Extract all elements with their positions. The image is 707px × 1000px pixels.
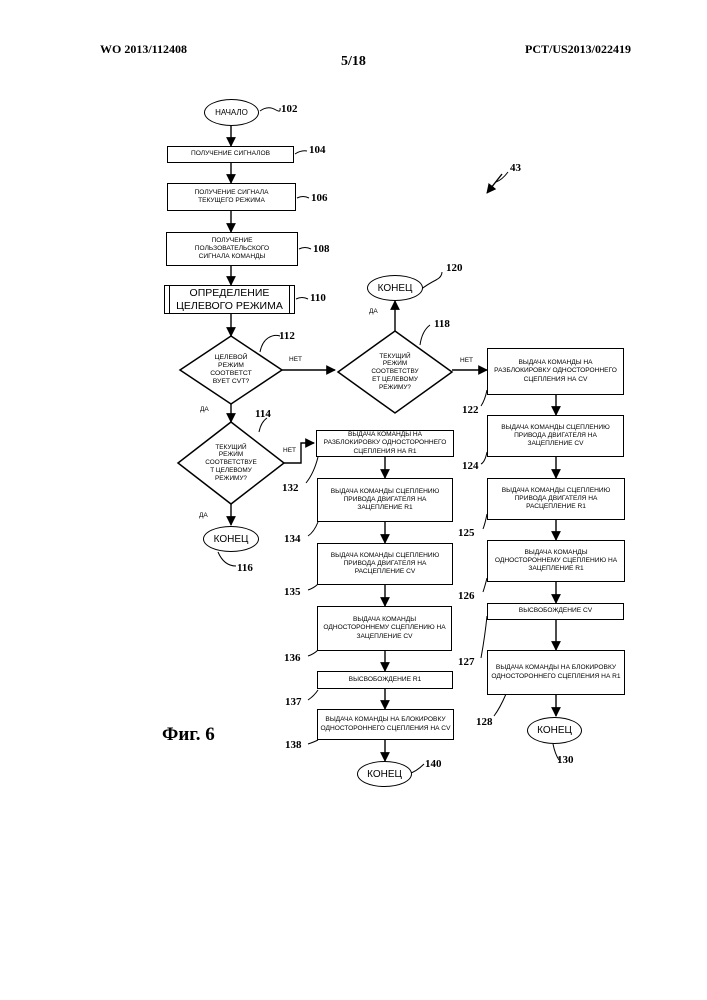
decision-118-text: ТЕКУЩИЙ РЕЖИМ СООТВЕТСТВУ ЕТ ЦЕЛЕВОМУ РЕ…: [352, 338, 438, 406]
ref-132: 132: [282, 482, 299, 494]
ref-124: 124: [462, 460, 479, 472]
ref-114: 114: [255, 408, 271, 420]
ref-122: 122: [462, 404, 479, 416]
process-box-134: ВЫДАЧА КОМАНДЫ СЦЕПЛЕНИЮ ПРИВОДА ДВИГАТЕ…: [317, 478, 453, 522]
decision-112-text: ЦЕЛЕВОЙ РЕЖИМ СООТВЕТСТ ВУЕТ CVT?: [196, 340, 266, 400]
ref-104: 104: [309, 144, 326, 156]
decision-114-text: ТЕКУЩИЙ РЕЖИМ СООТВЕТСТВУЕ Т ЦЕЛЕВОМУ РЕ…: [190, 428, 272, 498]
label-112-no: НЕТ: [289, 356, 302, 363]
process-box-106: ПОЛУЧЕНИЕ СИГНАЛА ТЕКУЩЕГО РЕЖИМА: [167, 183, 296, 211]
process-box-136: ВЫДАЧА КОМАНДЫ ОДНОСТОРОННЕМУ СЦЕПЛЕНИЮ …: [317, 606, 452, 651]
ref-118: 118: [434, 318, 450, 330]
process-box-132: ВЫДАЧА КОМАНДЫ НА РАЗБЛОКИРОВКУ ОДНОСТОР…: [316, 430, 454, 457]
ref-134: 134: [284, 533, 301, 545]
ref-127: 127: [458, 656, 475, 668]
process-box-128: ВЫДАЧА КОМАНДЫ НА БЛОКИРОВКУ ОДНОСТОРОНН…: [487, 650, 625, 695]
leader-116: [218, 552, 236, 566]
end-terminal-116: КОНЕЦ: [203, 526, 259, 552]
figure-caption: Фиг. 6: [162, 724, 215, 746]
leader-102: [260, 108, 280, 111]
end-terminal-120: КОНЕЦ: [367, 275, 423, 301]
process-box-126: ВЫДАЧА КОМАНДЫ ОДНОСТОРОННЕМУ СЦЕПЛЕНИЮ …: [487, 540, 625, 582]
process-box-125: ВЫДАЧА КОМАНДЫ СЦЕПЛЕНИЮ ПРИВОДА ДВИГАТЕ…: [487, 478, 625, 520]
label-118-no: НЕТ: [460, 357, 473, 364]
leader-108: [299, 248, 311, 250]
ref-140: 140: [425, 758, 442, 770]
process-box-104: ПОЛУЧЕНИЕ СИГНАЛОВ: [167, 146, 294, 163]
end-terminal-140: КОНЕЦ: [357, 761, 412, 787]
leader-138: [308, 740, 318, 744]
label-118-yes: ДА: [369, 308, 378, 315]
ref-137: 137: [285, 696, 302, 708]
start-terminal: НАЧАЛО: [204, 99, 259, 126]
ref-120: 120: [446, 262, 463, 274]
leader-137: [308, 690, 318, 700]
leader-128: [494, 694, 506, 716]
ref-112: 112: [279, 330, 295, 342]
ref-110: 110: [310, 292, 326, 304]
arrow-43: [487, 174, 502, 193]
ref-135: 135: [284, 586, 301, 598]
leader-134: [308, 522, 318, 536]
process-box-108: ПОЛУЧЕНИЕ ПОЛЬЗОВАТЕЛЬСКОГО СИГНАЛА КОМА…: [166, 232, 298, 266]
leader-120: [420, 272, 442, 290]
ref-102: 102: [281, 103, 298, 115]
ref-128: 128: [476, 716, 493, 728]
ref-136: 136: [284, 652, 301, 664]
label-114-no: НЕТ: [283, 447, 296, 454]
ref-126: 126: [458, 590, 475, 602]
process-box-135: ВЫДАЧА КОМАНДЫ СЦЕПЛЕНИЮ ПРИВОДА ДВИГАТЕ…: [317, 543, 453, 585]
process-box-124: ВЫДАЧА КОМАНДЫ СЦЕПЛЕНИЮ ПРИВОДА ДВИГАТЕ…: [487, 415, 624, 457]
leader-104: [295, 151, 307, 154]
leader-110: [296, 298, 308, 300]
process-box-138: ВЫДАЧА КОМАНДЫ НА БЛОКИРОВКУ ОДНОСТОРОНН…: [317, 709, 454, 740]
process-box-127: ВЫСВОБОЖДЕНИЕ CV: [487, 603, 624, 620]
end-terminal-130: КОНЕЦ: [527, 717, 582, 744]
ref-125: 125: [458, 527, 475, 539]
process-box-137: ВЫСВОБОЖДЕНИЕ R1: [317, 671, 453, 689]
ref-130: 130: [557, 754, 574, 766]
label-114-yes: ДА: [199, 512, 208, 519]
ref-108: 108: [313, 243, 330, 255]
ref-43: 43: [510, 162, 521, 174]
leader-43: [496, 172, 508, 182]
ref-106: 106: [311, 192, 328, 204]
subprocess-box-110: ОПРЕДЕЛЕНИЕ ЦЕЛЕВОГО РЕЖИМА: [164, 285, 295, 314]
leader-106: [297, 197, 309, 199]
label-112-yes: ДА: [200, 406, 209, 413]
ref-138: 138: [285, 739, 302, 751]
process-box-122: ВЫДАЧА КОМАНДЫ НА РАЗБЛОКИРОВКУ ОДНОСТОР…: [487, 348, 624, 395]
ref-116: 116: [237, 562, 253, 574]
